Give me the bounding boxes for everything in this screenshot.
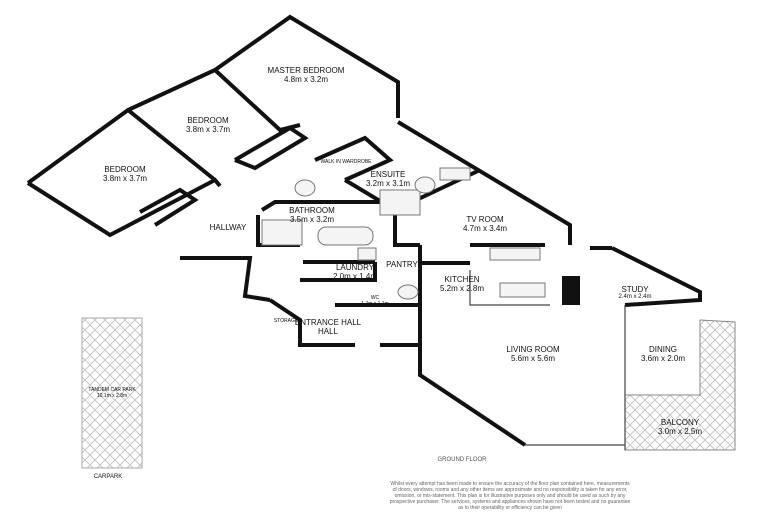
room-name: TV ROOM	[466, 215, 504, 224]
room-name: WALK IN WARDROBE	[320, 159, 372, 165]
room-name: WC	[371, 295, 380, 301]
disclaimer-line: omission, or mis-statement. This plan is…	[395, 493, 626, 499]
disclaimer-line: as to their operability or efficiency ca…	[458, 505, 562, 511]
room-size: 5.2m x 2.8m	[440, 284, 484, 293]
room-name: STUDY	[621, 285, 649, 294]
room-name: ENSUITE	[371, 170, 406, 179]
disclaimer-line: Whilst every attempt has been made to en…	[390, 481, 630, 487]
fixtures	[261, 167, 546, 300]
room-size: 5.6m x 5.6m	[511, 354, 555, 363]
room-name: BATHROOM	[289, 206, 335, 215]
room-name: ENTRANCE HALL	[295, 318, 362, 327]
walls	[26, 14, 702, 450]
room-name: LIVING ROOM	[506, 345, 560, 354]
room-size: 3.8m x 3.7m	[103, 174, 147, 183]
floor-label: GROUND FLOOR	[437, 457, 487, 463]
room-name: BALCONY	[661, 418, 700, 427]
room-size: 3.6m x 2.0m	[641, 354, 685, 363]
room-size: 10.1m x 2.8m	[97, 393, 127, 399]
room-size: 3.0m x 2.5m	[658, 427, 702, 436]
room-name: STORAGE	[274, 318, 299, 324]
room-labels: MASTER BEDROOM 4.8m x 3.2m BEDROOM 3.8m …	[88, 66, 702, 480]
disclaimer: Whilst every attempt has been made to en…	[390, 481, 631, 511]
room-name: KITCHEN	[444, 275, 479, 284]
room-name: DINING	[649, 345, 677, 354]
room-size: 3.8m x 3.7m	[186, 125, 230, 134]
room-size: 3.2m x 3.1m	[366, 179, 410, 188]
room-name-2: HALL	[318, 327, 339, 336]
carpark-label: CARPARK	[94, 474, 123, 480]
room-size: 3.5m x 3.2m	[290, 215, 334, 224]
room-name: BEDROOM	[187, 116, 229, 125]
room-size: 2.0m x 1.4m	[333, 272, 377, 281]
room-size: 4.8m x 3.2m	[284, 75, 328, 84]
room-size: 4.7m x 3.4m	[463, 224, 507, 233]
disclaimer-line: of doors, windows, rooms and any other i…	[393, 487, 628, 493]
room-name: BEDROOM	[104, 165, 146, 174]
room-name: MASTER BEDROOM	[268, 66, 345, 75]
room-name: PANTRY	[386, 260, 418, 269]
room-name: TANDEM CAR PARK	[88, 387, 136, 393]
disclaimer-line: prospective purchaser. The services, sys…	[390, 499, 631, 505]
room-name: HALLWAY	[210, 223, 247, 232]
room-size: 2.4m x 2.4m	[618, 294, 651, 300]
room-name: LAUNDRY	[336, 263, 375, 272]
tandem-car-park	[81, 317, 143, 469]
room-size: 1.7m x 1.1m	[361, 301, 389, 307]
